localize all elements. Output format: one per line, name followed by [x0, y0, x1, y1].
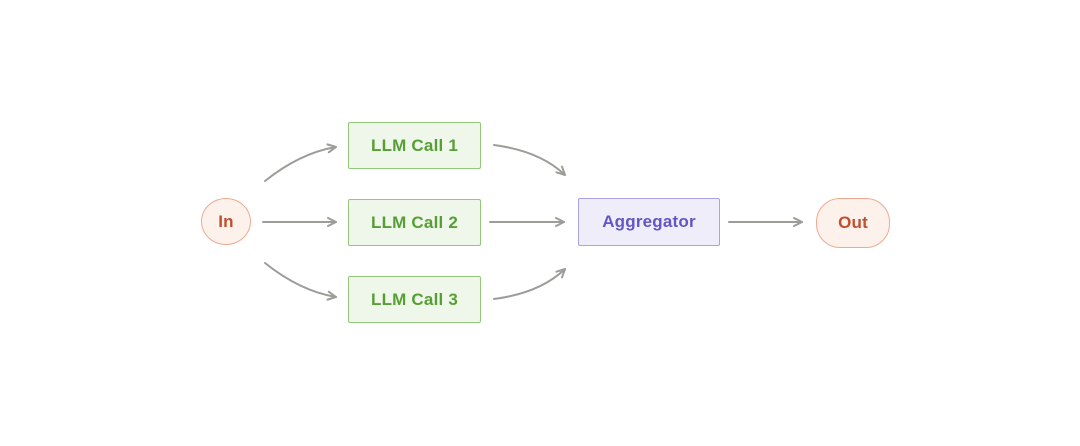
- node-llm-call-2: LLM Call 2: [348, 199, 481, 246]
- node-llm-call-3-label: LLM Call 3: [370, 289, 458, 309]
- node-in: In: [201, 198, 251, 245]
- node-in-label: In: [218, 211, 234, 231]
- node-aggregator-label: Aggregator: [602, 212, 696, 231]
- arrow-in-to-llm-call-3: [264, 262, 337, 301]
- node-aggregator: Aggregator: [578, 198, 720, 246]
- node-out: Out: [816, 198, 890, 248]
- arrow-in-to-llm-call-1: [264, 143, 337, 182]
- node-llm-call-3: LLM Call 3: [348, 276, 481, 323]
- node-llm-call-1: LLM Call 1: [348, 122, 481, 169]
- node-llm-call-2-label: LLM Call 2: [370, 212, 458, 232]
- node-llm-call-1-label: LLM Call 1: [370, 135, 458, 155]
- node-out-label: Out: [838, 213, 868, 232]
- arrow-llm-call-3-to-aggregator: [493, 268, 566, 300]
- arrow-llm-call-1-to-aggregator: [493, 144, 566, 176]
